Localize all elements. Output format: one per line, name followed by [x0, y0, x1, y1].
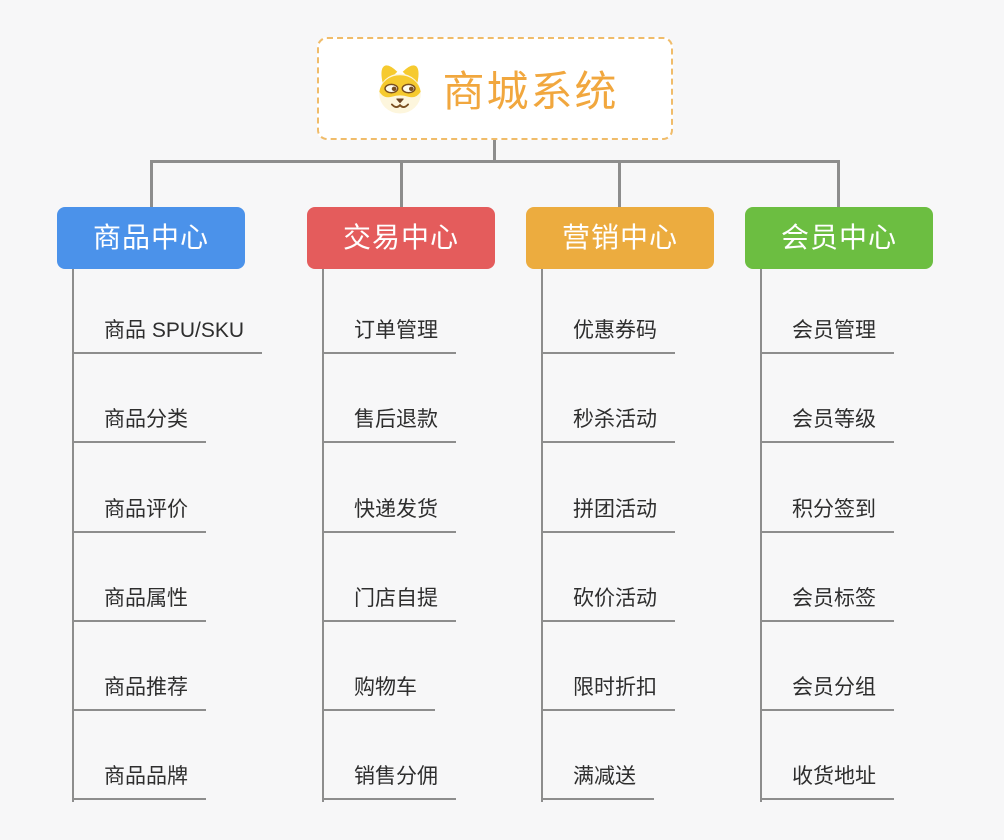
connector-drop-marketing-center [618, 160, 621, 207]
leaf-node[interactable]: 门店自提 [322, 585, 456, 622]
connector-drop-member-center [837, 160, 840, 207]
leaf-node[interactable]: 拼团活动 [541, 496, 675, 533]
leaf-node[interactable]: 砍价活动 [541, 585, 675, 622]
branch-children-trade-center: 订单管理 售后退款 快递发货 门店自提 购物车 销售分佣 [322, 269, 456, 802]
branch-node-marketing-center[interactable]: 营销中心 [526, 207, 714, 269]
root-node-title: 商城系统 [442, 68, 619, 115]
leaf-node[interactable]: 售后退款 [322, 406, 456, 443]
branch-children-marketing-center: 优惠券码 秒杀活动 拼团活动 砍价活动 限时折扣 满减送 [541, 269, 675, 802]
branch-node-product-center[interactable]: 商品中心 [57, 207, 245, 269]
leaf-node[interactable]: 商品分类 [72, 406, 206, 443]
leaf-node[interactable]: 满减送 [541, 763, 654, 800]
branch-node-trade-center[interactable]: 交易中心 [307, 207, 495, 269]
leaf-node[interactable]: 订单管理 [322, 317, 456, 354]
leaf-node[interactable]: 会员分组 [760, 674, 894, 711]
leaf-node[interactable]: 快递发货 [322, 496, 456, 533]
connector-drop-product-center [150, 160, 153, 207]
leaf-node[interactable]: 秒杀活动 [541, 406, 675, 443]
leaf-node[interactable]: 会员管理 [760, 317, 894, 354]
leaf-node[interactable]: 商品推荐 [72, 674, 206, 711]
leaf-node[interactable]: 商品属性 [72, 585, 206, 622]
connector-horizontal-rail [150, 160, 840, 163]
root-node[interactable]: 商城系统 [317, 37, 673, 140]
dog-face-icon [379, 64, 422, 113]
leaf-node[interactable]: 收货地址 [760, 763, 894, 800]
connector-root-stub [493, 140, 496, 162]
leaf-node[interactable]: 积分签到 [760, 496, 894, 533]
leaf-node[interactable]: 会员等级 [760, 406, 894, 443]
leaf-node[interactable]: 商品品牌 [72, 763, 206, 800]
leaf-node[interactable]: 优惠券码 [541, 317, 675, 354]
leaf-node[interactable]: 商品 SPU/SKU [72, 317, 263, 354]
branch-node-member-center[interactable]: 会员中心 [745, 207, 933, 269]
branch-children-product-center: 商品 SPU/SKU 商品分类 商品评价 商品属性 商品推荐 商品品牌 [72, 269, 263, 802]
leaf-node[interactable]: 购物车 [322, 674, 435, 711]
leaf-node[interactable]: 限时折扣 [541, 674, 675, 711]
leaf-node[interactable]: 商品评价 [72, 496, 206, 533]
branch-children-member-center: 会员管理 会员等级 积分签到 会员标签 会员分组 收货地址 [760, 269, 894, 802]
connector-drop-trade-center [400, 160, 403, 207]
leaf-node[interactable]: 会员标签 [760, 585, 894, 622]
leaf-node[interactable]: 销售分佣 [322, 763, 456, 800]
